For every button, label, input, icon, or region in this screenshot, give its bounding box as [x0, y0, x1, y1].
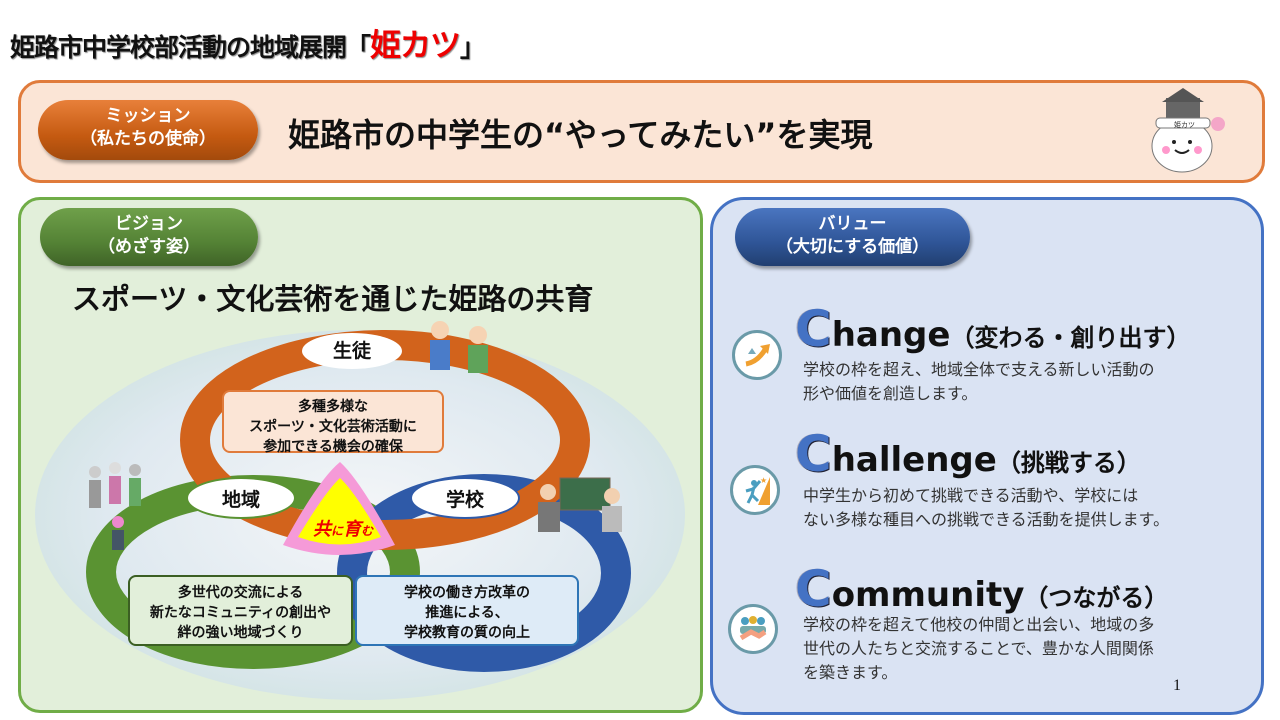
desc-line: 世代の人たちと交流することで、豊かな人間関係	[803, 639, 1154, 658]
box-line: 新たなコミュニティの創出や	[149, 605, 332, 621]
school-box: 学校の働き方改革の推進による、学校教育の質の向上	[355, 575, 579, 646]
vision-pill-subtitle: （めざす姿）	[98, 237, 200, 257]
community-box: 多世代の交流による新たなコミュニティの創出や絆の強い地域づくり	[128, 575, 353, 646]
handshake-icon	[728, 604, 778, 654]
value-pill-subtitle: （大切にする価値）	[775, 237, 930, 257]
box-line: 多世代の交流による	[177, 585, 304, 601]
mission-statement: 姫路市の中学生の“やってみたい”を実現	[288, 116, 873, 154]
desc-line: ない多様な種目への挑戦できる活動を提供します。	[803, 510, 1170, 529]
value-panel	[710, 197, 1264, 715]
community-label: 地域	[186, 477, 296, 519]
value-jp: （変わる・創り出す）	[950, 324, 1191, 352]
desc-line: 学校の枠を超え、地域全体で支える新しい活動の	[803, 360, 1155, 379]
value-word: hange	[831, 315, 951, 355]
students-illustration	[430, 321, 488, 373]
box-line: 学校教育の質の向上	[404, 625, 530, 641]
value-initial: C	[795, 425, 832, 483]
value-heading: Change（変わる・創り出す）	[795, 300, 1190, 358]
value-description: 学校の枠を超え、地域全体で支える新しい活動の形や価値を創造します。	[803, 358, 1243, 406]
value-word: hallenge	[831, 440, 997, 480]
mascot-icon: 姫カツ	[1151, 88, 1225, 173]
value-initial: C	[795, 300, 832, 358]
value-description: 中学生から初めて挑戦できる活動や、学校にはない多様な種目への挑戦できる活動を提供…	[803, 484, 1263, 532]
page-number: 1	[1173, 677, 1181, 694]
community-people-illustration	[89, 462, 141, 550]
title-prefix: 姫路市中学校部活動の地域展開「	[10, 33, 371, 62]
mission-pill-subtitle: （私たちの使命）	[80, 129, 216, 149]
desc-line: 学校の枠を超えて他校の仲間と出会い、地域の多	[803, 615, 1155, 634]
value-pill: バリュー （大切にする価値）	[735, 208, 970, 266]
mascot-headband-text: 姫カツ	[1174, 120, 1195, 129]
title-suffix: 」	[460, 33, 485, 62]
value-pill-title: バリュー	[818, 214, 887, 234]
center-char: 共	[313, 519, 331, 540]
slide-title: 姫路市中学校部活動の地域展開「姫カツ」	[10, 20, 485, 65]
brand-name: 姫カツ	[370, 28, 461, 64]
value-jp: （挑戦する）	[996, 449, 1141, 477]
box-line: 絆の強い地域づくり	[177, 625, 304, 641]
vision-title: スポーツ・文化芸術を通じた姫路の共育	[72, 282, 594, 316]
box-line: 多種多様な	[298, 399, 368, 415]
value-heading: Community（つながる）	[795, 560, 1168, 618]
box-line: 学校の働き方改革の	[404, 585, 530, 601]
grow-together-label: 共に育む	[313, 515, 373, 541]
box-line: 推進による、	[425, 605, 509, 621]
svg-text:★: ★	[760, 476, 767, 485]
students-label: 生徒	[302, 333, 402, 369]
vision-pill-title: ビジョン	[115, 214, 183, 234]
desc-line: 中学生から初めて挑戦できる活動や、学校には	[803, 486, 1139, 505]
box-line: 参加できる機会の確保	[263, 439, 403, 455]
vision-pill: ビジョン （めざす姿）	[40, 208, 258, 266]
center-char: に	[331, 524, 344, 538]
school-label: 学校	[410, 477, 520, 519]
value-description: 学校の枠を超えて他校の仲間と出会い、地域の多世代の人たちと交流することで、豊かな…	[803, 613, 1243, 685]
desc-line: 形や価値を創造します。	[803, 384, 978, 403]
value-jp: （つながる）	[1024, 584, 1169, 612]
mission-pill: ミッション （私たちの使命）	[38, 100, 258, 160]
climber-icon: ★	[730, 465, 780, 515]
teachers-illustration	[538, 477, 622, 532]
box-line: スポーツ・文化芸術活動に	[249, 419, 417, 435]
mission-panel	[18, 80, 1265, 183]
students-box: 多種多様なスポーツ・文化芸術活動に参加できる機会の確保	[222, 390, 444, 455]
value-initial: C	[795, 560, 832, 618]
desc-line: を築きます。	[803, 663, 898, 682]
center-char: 育	[343, 519, 362, 540]
growth-arrow-icon	[732, 330, 782, 380]
value-word: ommunity	[831, 575, 1025, 615]
value-heading: Challenge（挑戦する）	[795, 425, 1141, 483]
mission-pill-title: ミッション	[105, 106, 191, 126]
center-char: む	[361, 524, 374, 538]
